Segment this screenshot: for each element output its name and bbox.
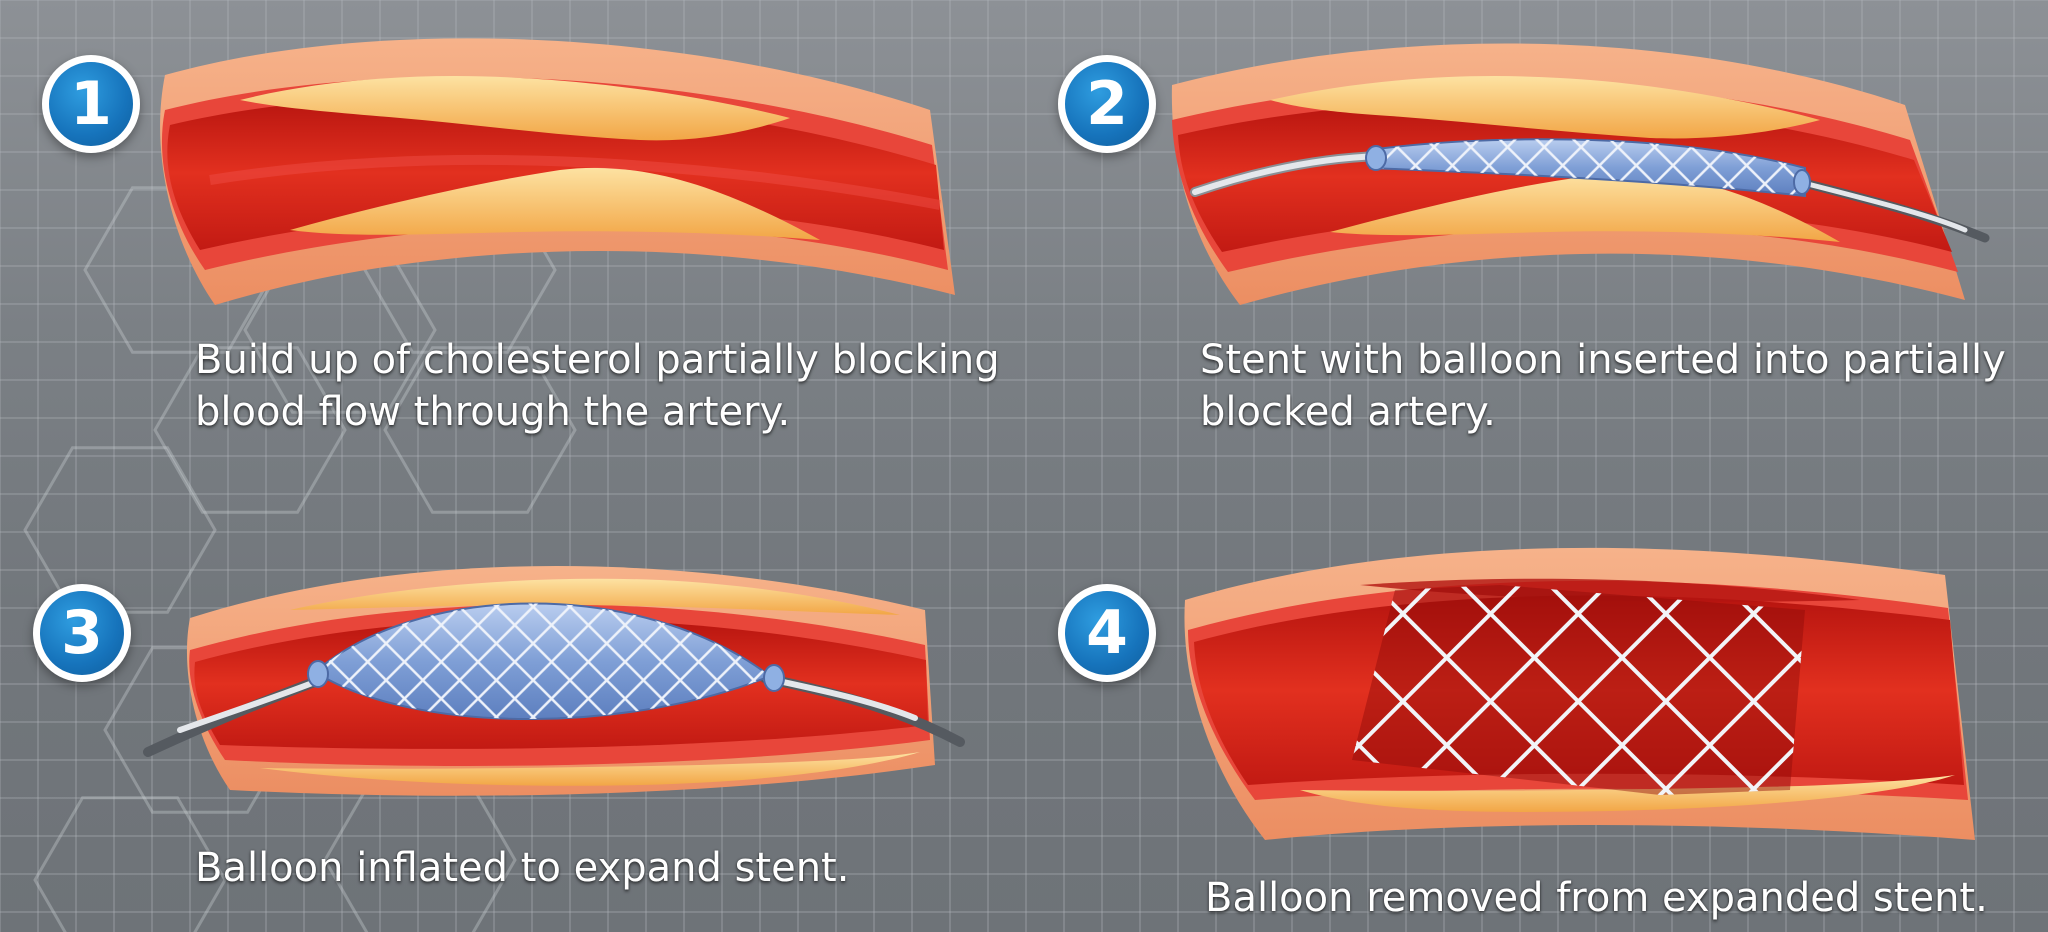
step-3-badge: 3 <box>33 584 131 682</box>
step-1-caption-line2: blood flow through the artery. <box>195 389 791 435</box>
step-1-caption: Build up of cholesterol partially blocki… <box>195 334 1000 438</box>
step-3-number: 3 <box>61 598 103 668</box>
step-4-caption: Balloon removed from expanded stent. <box>1205 872 1988 924</box>
step-4-caption-line1: Balloon removed from expanded stent. <box>1205 875 1988 921</box>
step-3-caption-line1: Balloon inflated to expand stent. <box>195 845 850 891</box>
artery-panel-1 <box>160 38 955 305</box>
step-4-badge: 4 <box>1058 584 1156 682</box>
step-3-caption: Balloon inflated to expand stent. <box>195 842 849 894</box>
step-4-number: 4 <box>1086 598 1128 668</box>
artery-panel-2 <box>1171 43 1990 305</box>
step-2-caption-line2: blocked artery. <box>1200 389 1496 435</box>
artery-panel-3 <box>143 565 965 796</box>
step-1-badge: 1 <box>42 55 140 153</box>
step-2-caption: Stent with balloon inserted into partial… <box>1200 334 2006 438</box>
artery-panel-4 <box>1184 547 1975 840</box>
step-2-badge: 2 <box>1058 55 1156 153</box>
step-2-caption-line1: Stent with balloon inserted into partial… <box>1200 337 2006 383</box>
step-2-number: 2 <box>1086 69 1128 139</box>
step-1-caption-line1: Build up of cholesterol partially blocki… <box>195 337 1000 383</box>
step-1-number: 1 <box>70 69 112 139</box>
